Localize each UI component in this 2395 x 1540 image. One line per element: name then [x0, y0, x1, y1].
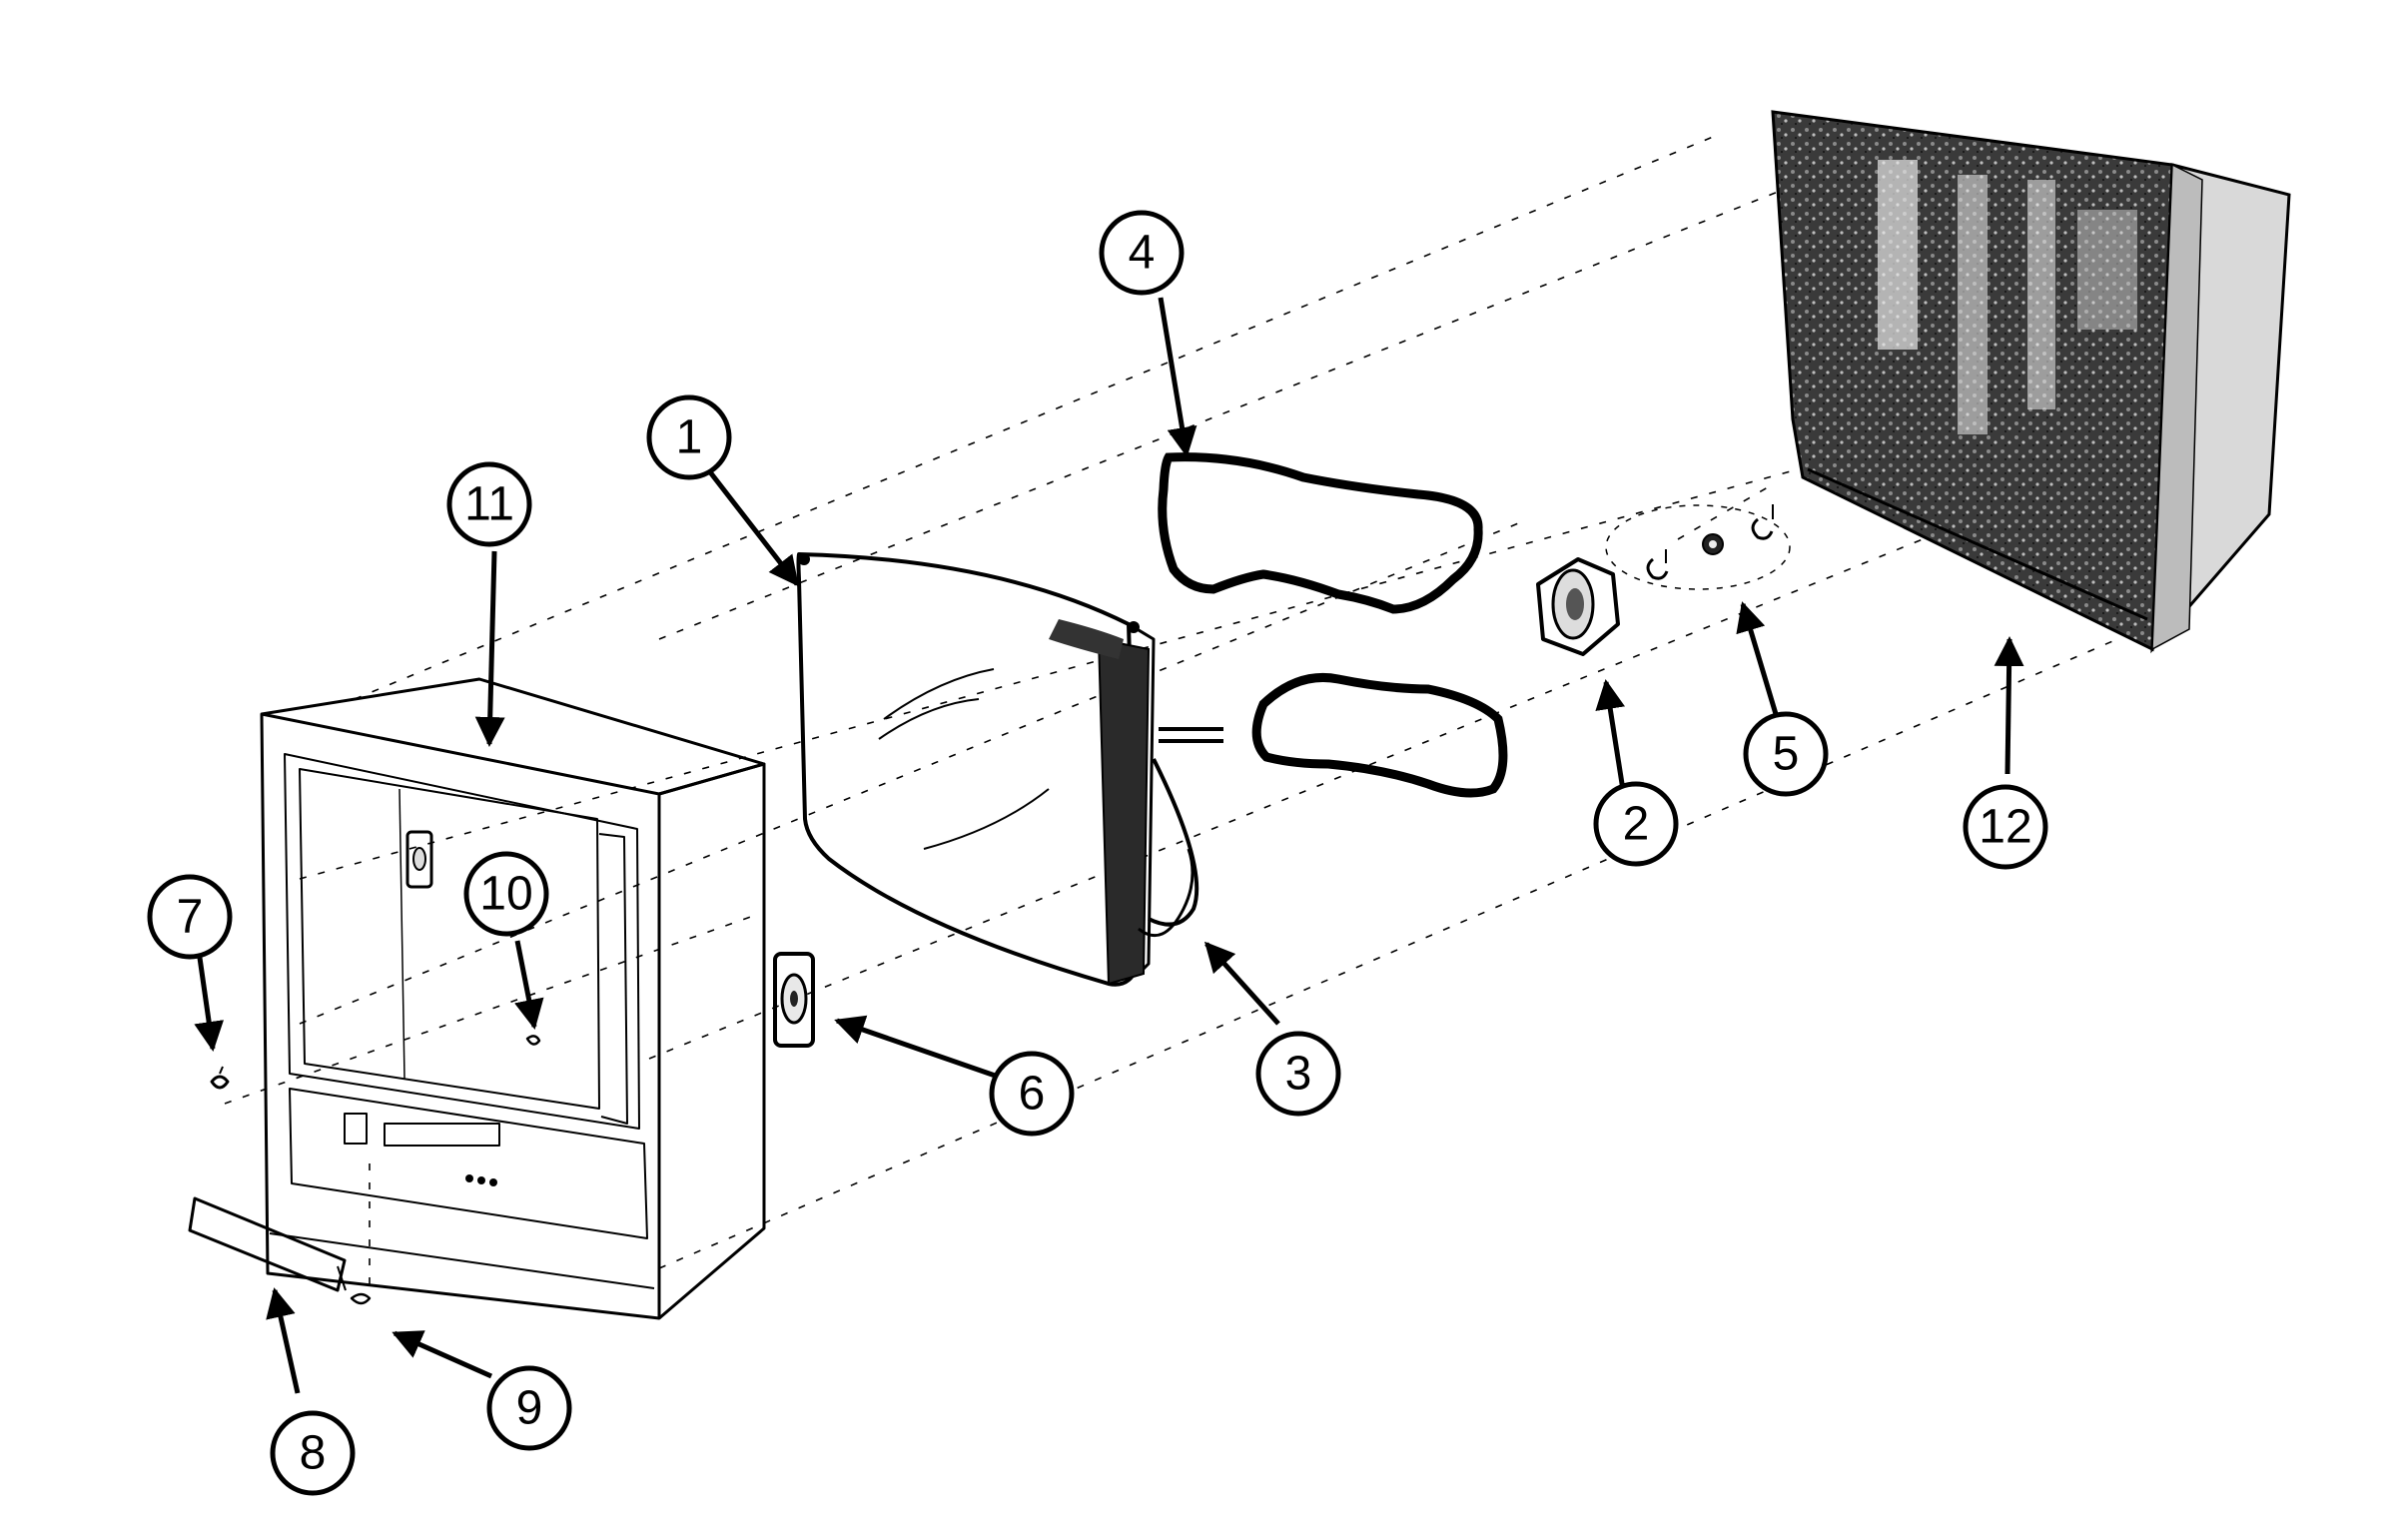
- callout-7-label: 7: [177, 891, 204, 944]
- callout-5-label: 5: [1773, 728, 1800, 781]
- callout-3: 3: [1255, 1031, 1341, 1117]
- cabinet-speaker: [405, 830, 433, 889]
- callout-2: 2: [1593, 781, 1679, 867]
- screw-part: [210, 1066, 230, 1090]
- callout-6: 6: [989, 1051, 1075, 1137]
- callout-9: 9: [486, 1365, 572, 1451]
- callout-11: 11: [446, 461, 532, 547]
- degaussing-coil: [1148, 758, 1199, 927]
- callout-8-label: 8: [300, 1427, 327, 1480]
- deflection-yoke: [1536, 557, 1620, 656]
- back-cover: [1771, 110, 2291, 654]
- speaker-part: [773, 952, 815, 1048]
- callout-2-label: 2: [1623, 798, 1650, 851]
- callout-6-label: 6: [1019, 1068, 1046, 1121]
- front-small-screw: [525, 1035, 541, 1046]
- callout-1: 1: [646, 394, 732, 480]
- coil-loop-upper: [1158, 452, 1483, 614]
- callout-8: 8: [270, 1410, 356, 1496]
- callout-9-label: 9: [516, 1382, 543, 1435]
- callout-4-label: 4: [1129, 227, 1156, 280]
- callout-10-label: 10: [479, 868, 532, 921]
- assembly-guide-lines: [224, 134, 2118, 1288]
- callout-10: 10: [463, 851, 549, 937]
- picture-tube: [796, 552, 1223, 987]
- callout-12-label: 12: [1979, 801, 2031, 854]
- door-screw: [350, 1292, 372, 1305]
- callout-11-label: 11: [464, 478, 514, 531]
- callout-7: 7: [147, 874, 233, 960]
- neck-components: [1605, 504, 1791, 590]
- callout-1-label: 1: [676, 411, 703, 464]
- leader-arrows: [194, 297, 2024, 1394]
- callout-4: 4: [1099, 210, 1185, 296]
- callout-5: 5: [1743, 711, 1829, 797]
- control-door-panel: [188, 1196, 347, 1292]
- callout-12: 12: [1963, 784, 2048, 870]
- front-cabinet: [260, 677, 766, 1320]
- coil-loop-lower: [1251, 672, 1508, 798]
- callout-3-label: 3: [1285, 1048, 1312, 1101]
